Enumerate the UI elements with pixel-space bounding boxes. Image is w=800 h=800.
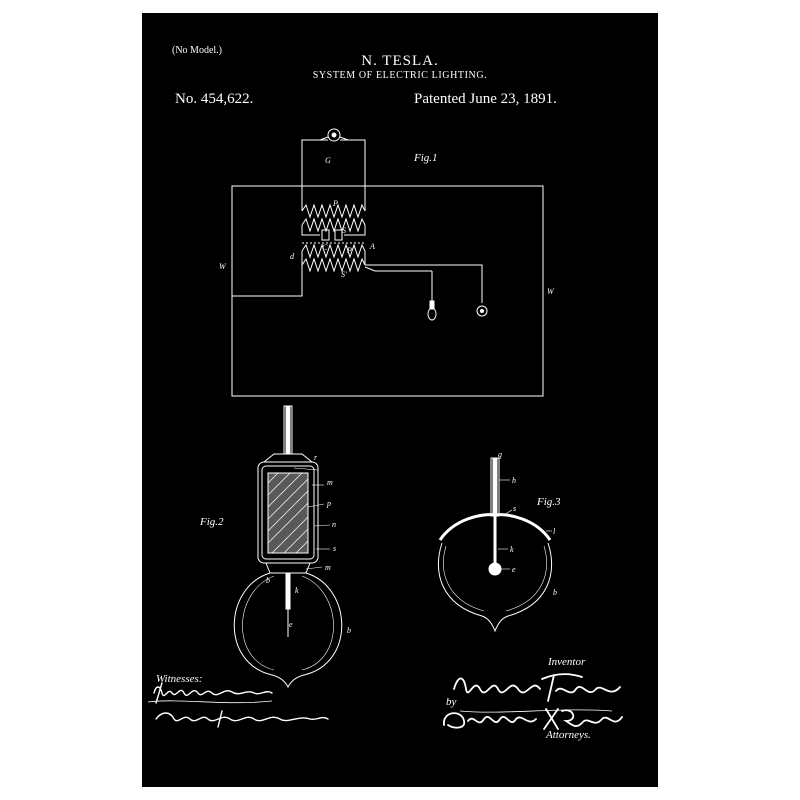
patent-sheet: (No Model.) N. TESLA. SYSTEM OF ELECTRIC… bbox=[142, 13, 658, 787]
fig1-part-d: d bbox=[290, 252, 295, 261]
fig2-part-p: p bbox=[326, 499, 331, 508]
fig2-lamp bbox=[233, 405, 343, 689]
attorney-signature bbox=[443, 708, 623, 730]
fig2-part-m2: m bbox=[325, 563, 331, 572]
patent-drawing: Fig.1 G P S C P' A d S' W W Fig.2 r m p … bbox=[147, 128, 623, 730]
fig1-primary-coil bbox=[301, 203, 366, 219]
fig2-neck bbox=[265, 562, 311, 574]
fig2-label: Fig.2 bbox=[199, 516, 224, 528]
fig3-part-b: b bbox=[553, 588, 557, 597]
fig2-outer-shell bbox=[257, 461, 319, 564]
fig3-leader bbox=[501, 509, 513, 517]
fig1-secondary-coil-2 bbox=[301, 257, 366, 273]
fig2-core-hatch bbox=[267, 472, 309, 554]
fig2-part-k: k bbox=[295, 586, 299, 595]
by-label: by bbox=[446, 696, 457, 708]
fig2-part-b: b bbox=[347, 626, 351, 635]
fig1-lamp-2-filament bbox=[480, 309, 484, 313]
fig3-part-l: l bbox=[553, 527, 556, 536]
fig3-part-k: k bbox=[510, 545, 514, 554]
no-model-note: (No Model.) bbox=[172, 45, 222, 56]
fig1-wire-label-right: W bbox=[547, 287, 555, 296]
fig1-condenser bbox=[321, 229, 330, 241]
fig1-generator-core bbox=[331, 132, 337, 138]
fig3-part-e: e bbox=[512, 565, 516, 574]
fig1-secondary-coil bbox=[301, 217, 366, 233]
fig1-part-p: P bbox=[332, 199, 338, 208]
fig3-electrode-ball bbox=[488, 562, 502, 576]
fig1-generator-right-wire bbox=[340, 139, 366, 211]
patent-date: Patented June 23, 1891. bbox=[414, 91, 557, 107]
fig2-leader bbox=[293, 467, 319, 471]
fig3-label: Fig.3 bbox=[536, 496, 561, 508]
fig1-part-s1: S' bbox=[341, 270, 347, 279]
fig2-part-e: e bbox=[289, 620, 293, 629]
fig1-main-circuit bbox=[231, 185, 544, 397]
fig3-lamp bbox=[437, 457, 553, 633]
fig1-circuit bbox=[231, 128, 544, 397]
patent-title: SYSTEM OF ELECTRIC LIGHTING. bbox=[312, 70, 488, 81]
fig1-part-c: C bbox=[322, 243, 328, 252]
fig1-lamp bbox=[427, 307, 437, 321]
fig1-lamp-socket bbox=[429, 300, 435, 310]
attorneys-label: Attorneys. bbox=[546, 729, 591, 741]
fig1-condenser bbox=[334, 229, 343, 241]
fig1-generator-terminal bbox=[319, 136, 329, 141]
fig1-part-a: A bbox=[369, 242, 375, 251]
fig3-stem-core bbox=[492, 457, 498, 517]
fig2-bulb-inner bbox=[242, 575, 275, 671]
inventor-flourish bbox=[459, 709, 613, 713]
fig2-part-n: n bbox=[332, 520, 336, 529]
fig2-stem-core bbox=[285, 405, 291, 455]
inventor-heading: N. TESLA. bbox=[361, 53, 439, 69]
fig1-label: Fig.1 bbox=[413, 152, 438, 164]
fig2-leader bbox=[307, 503, 325, 508]
fig3-part-s: s bbox=[513, 504, 516, 513]
fig1-part-s: S bbox=[342, 226, 346, 235]
fig2-leader bbox=[305, 566, 323, 570]
fig2-bulb-inner bbox=[301, 575, 334, 671]
fig1-primary-coil-2 bbox=[301, 243, 366, 259]
fig2-cap bbox=[263, 453, 313, 463]
inventor-label: Inventor bbox=[548, 656, 586, 668]
fig2-part-b-inner: b bbox=[266, 576, 270, 585]
witness-signature-2 bbox=[155, 710, 329, 728]
fig1-condenser-left bbox=[301, 225, 320, 236]
fig1-wire-label-left: W bbox=[219, 262, 227, 271]
fig1-lamp-wire bbox=[364, 266, 432, 272]
fig3-part-g: g bbox=[498, 450, 502, 459]
fig1-part-g: G bbox=[325, 156, 331, 165]
fig1-generator-left-wire bbox=[301, 139, 328, 211]
fig2-part-r: r bbox=[314, 453, 318, 462]
fig3-part-h: h bbox=[512, 476, 516, 485]
fig2-part-s: s bbox=[333, 544, 336, 553]
witness-signature-1 bbox=[153, 682, 273, 704]
fig1-lamp-wire bbox=[365, 264, 483, 303]
witness-flourish bbox=[147, 700, 273, 704]
fig3-cap bbox=[438, 513, 552, 541]
fig2-part-m: m bbox=[327, 478, 333, 487]
fig2-inner-shell bbox=[261, 465, 315, 560]
fig1-condenser-right bbox=[344, 225, 366, 236]
inventor-signature bbox=[453, 673, 621, 702]
fig1-lamp-2 bbox=[476, 305, 488, 317]
patent-number: No. 454,622. bbox=[175, 91, 254, 107]
fig2-filament-stem bbox=[285, 572, 291, 610]
witnesses-label: Witnesses: bbox=[156, 673, 203, 685]
fig3-bulb-inner bbox=[443, 545, 485, 612]
fig2-core bbox=[267, 472, 309, 554]
fig2-bulb bbox=[233, 572, 343, 689]
fig2-leader bbox=[313, 524, 331, 527]
fig3-bulb-inner bbox=[505, 545, 547, 612]
fig3-bulb bbox=[437, 542, 553, 633]
fig1-generator-terminal bbox=[339, 136, 349, 141]
fig1-part-p1: P' bbox=[346, 246, 354, 255]
fig2-core-fill bbox=[267, 472, 309, 554]
